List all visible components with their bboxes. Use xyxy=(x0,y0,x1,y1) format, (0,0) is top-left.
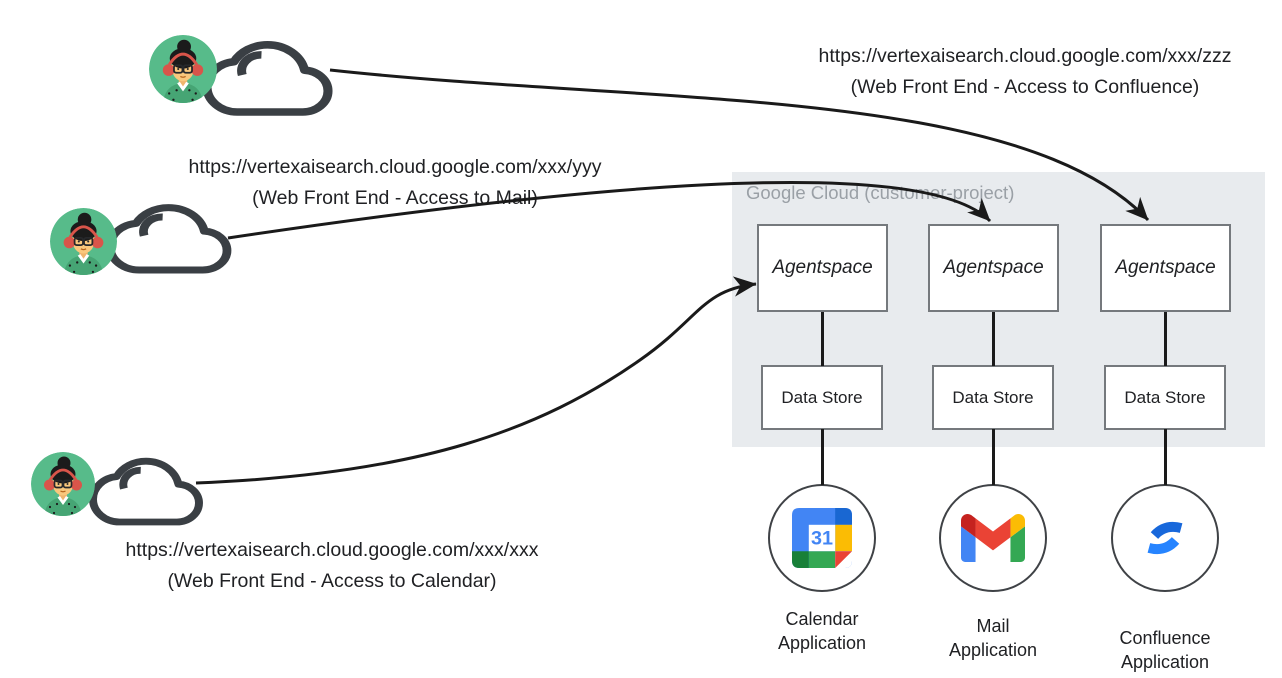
endpoint-caption: (Web Front End - Access to Mail) xyxy=(252,187,538,209)
endpoint-caption: (Web Front End - Access to Calendar) xyxy=(167,570,497,592)
confluence-application-node xyxy=(1111,484,1219,592)
endpoint-text-confluence: https://vertexaisearch.cloud.google.com/… xyxy=(790,41,1260,103)
agentspace-label: Agentspace xyxy=(943,257,1044,278)
user-avatar-icon xyxy=(31,452,95,516)
calendar-application-node: 31 xyxy=(768,484,876,592)
endpoint-text-mail: https://vertexaisearch.cloud.google.com/… xyxy=(160,152,630,214)
mail-application-node xyxy=(939,484,1047,592)
cloud-icon xyxy=(202,41,333,116)
endpoint-url: https://vertexaisearch.cloud.google.com/… xyxy=(125,539,539,561)
data-store-label: Data Store xyxy=(952,387,1034,407)
agentspace-node-mail: Agentspace xyxy=(928,224,1059,312)
data-store-node-mail: Data Store xyxy=(932,365,1054,430)
agentspace-label: Agentspace xyxy=(772,257,873,278)
gmail-icon xyxy=(961,513,1025,562)
cloud-icon xyxy=(89,457,203,526)
agentspace-node-calendar: Agentspace xyxy=(757,224,888,312)
user-avatar-icon xyxy=(50,208,117,275)
endpoint-url: https://vertexaisearch.cloud.google.com/… xyxy=(188,156,602,178)
calendar-application-label: Calendar Application xyxy=(777,609,867,653)
confluence-application-label: Confluence Application xyxy=(1119,628,1211,672)
endpoint-url: https://vertexaisearch.cloud.google.com/… xyxy=(818,45,1232,67)
calendar-day-number: 31 xyxy=(811,528,833,550)
data-store-label: Data Store xyxy=(781,387,863,407)
confluence-icon xyxy=(1147,521,1183,555)
google-cloud-panel-label: Google Cloud (customer-project) xyxy=(746,182,1015,203)
data-store-node-confluence: Data Store xyxy=(1104,365,1226,430)
endpoint-caption: (Web Front End - Access to Confluence) xyxy=(850,76,1200,98)
mail-application-label: Mail Application xyxy=(948,616,1038,660)
data-store-label: Data Store xyxy=(1124,387,1206,407)
endpoint-text-calendar: https://vertexaisearch.cloud.google.com/… xyxy=(97,535,567,597)
agentspace-node-confluence: Agentspace xyxy=(1100,224,1231,312)
agentspace-label: Agentspace xyxy=(1115,257,1216,278)
user-avatar-icon xyxy=(149,35,217,103)
arrow-user3-to-agentspace-calendar xyxy=(195,276,757,485)
google-calendar-icon: 31 xyxy=(792,508,852,568)
data-store-node-calendar: Data Store xyxy=(761,365,883,430)
